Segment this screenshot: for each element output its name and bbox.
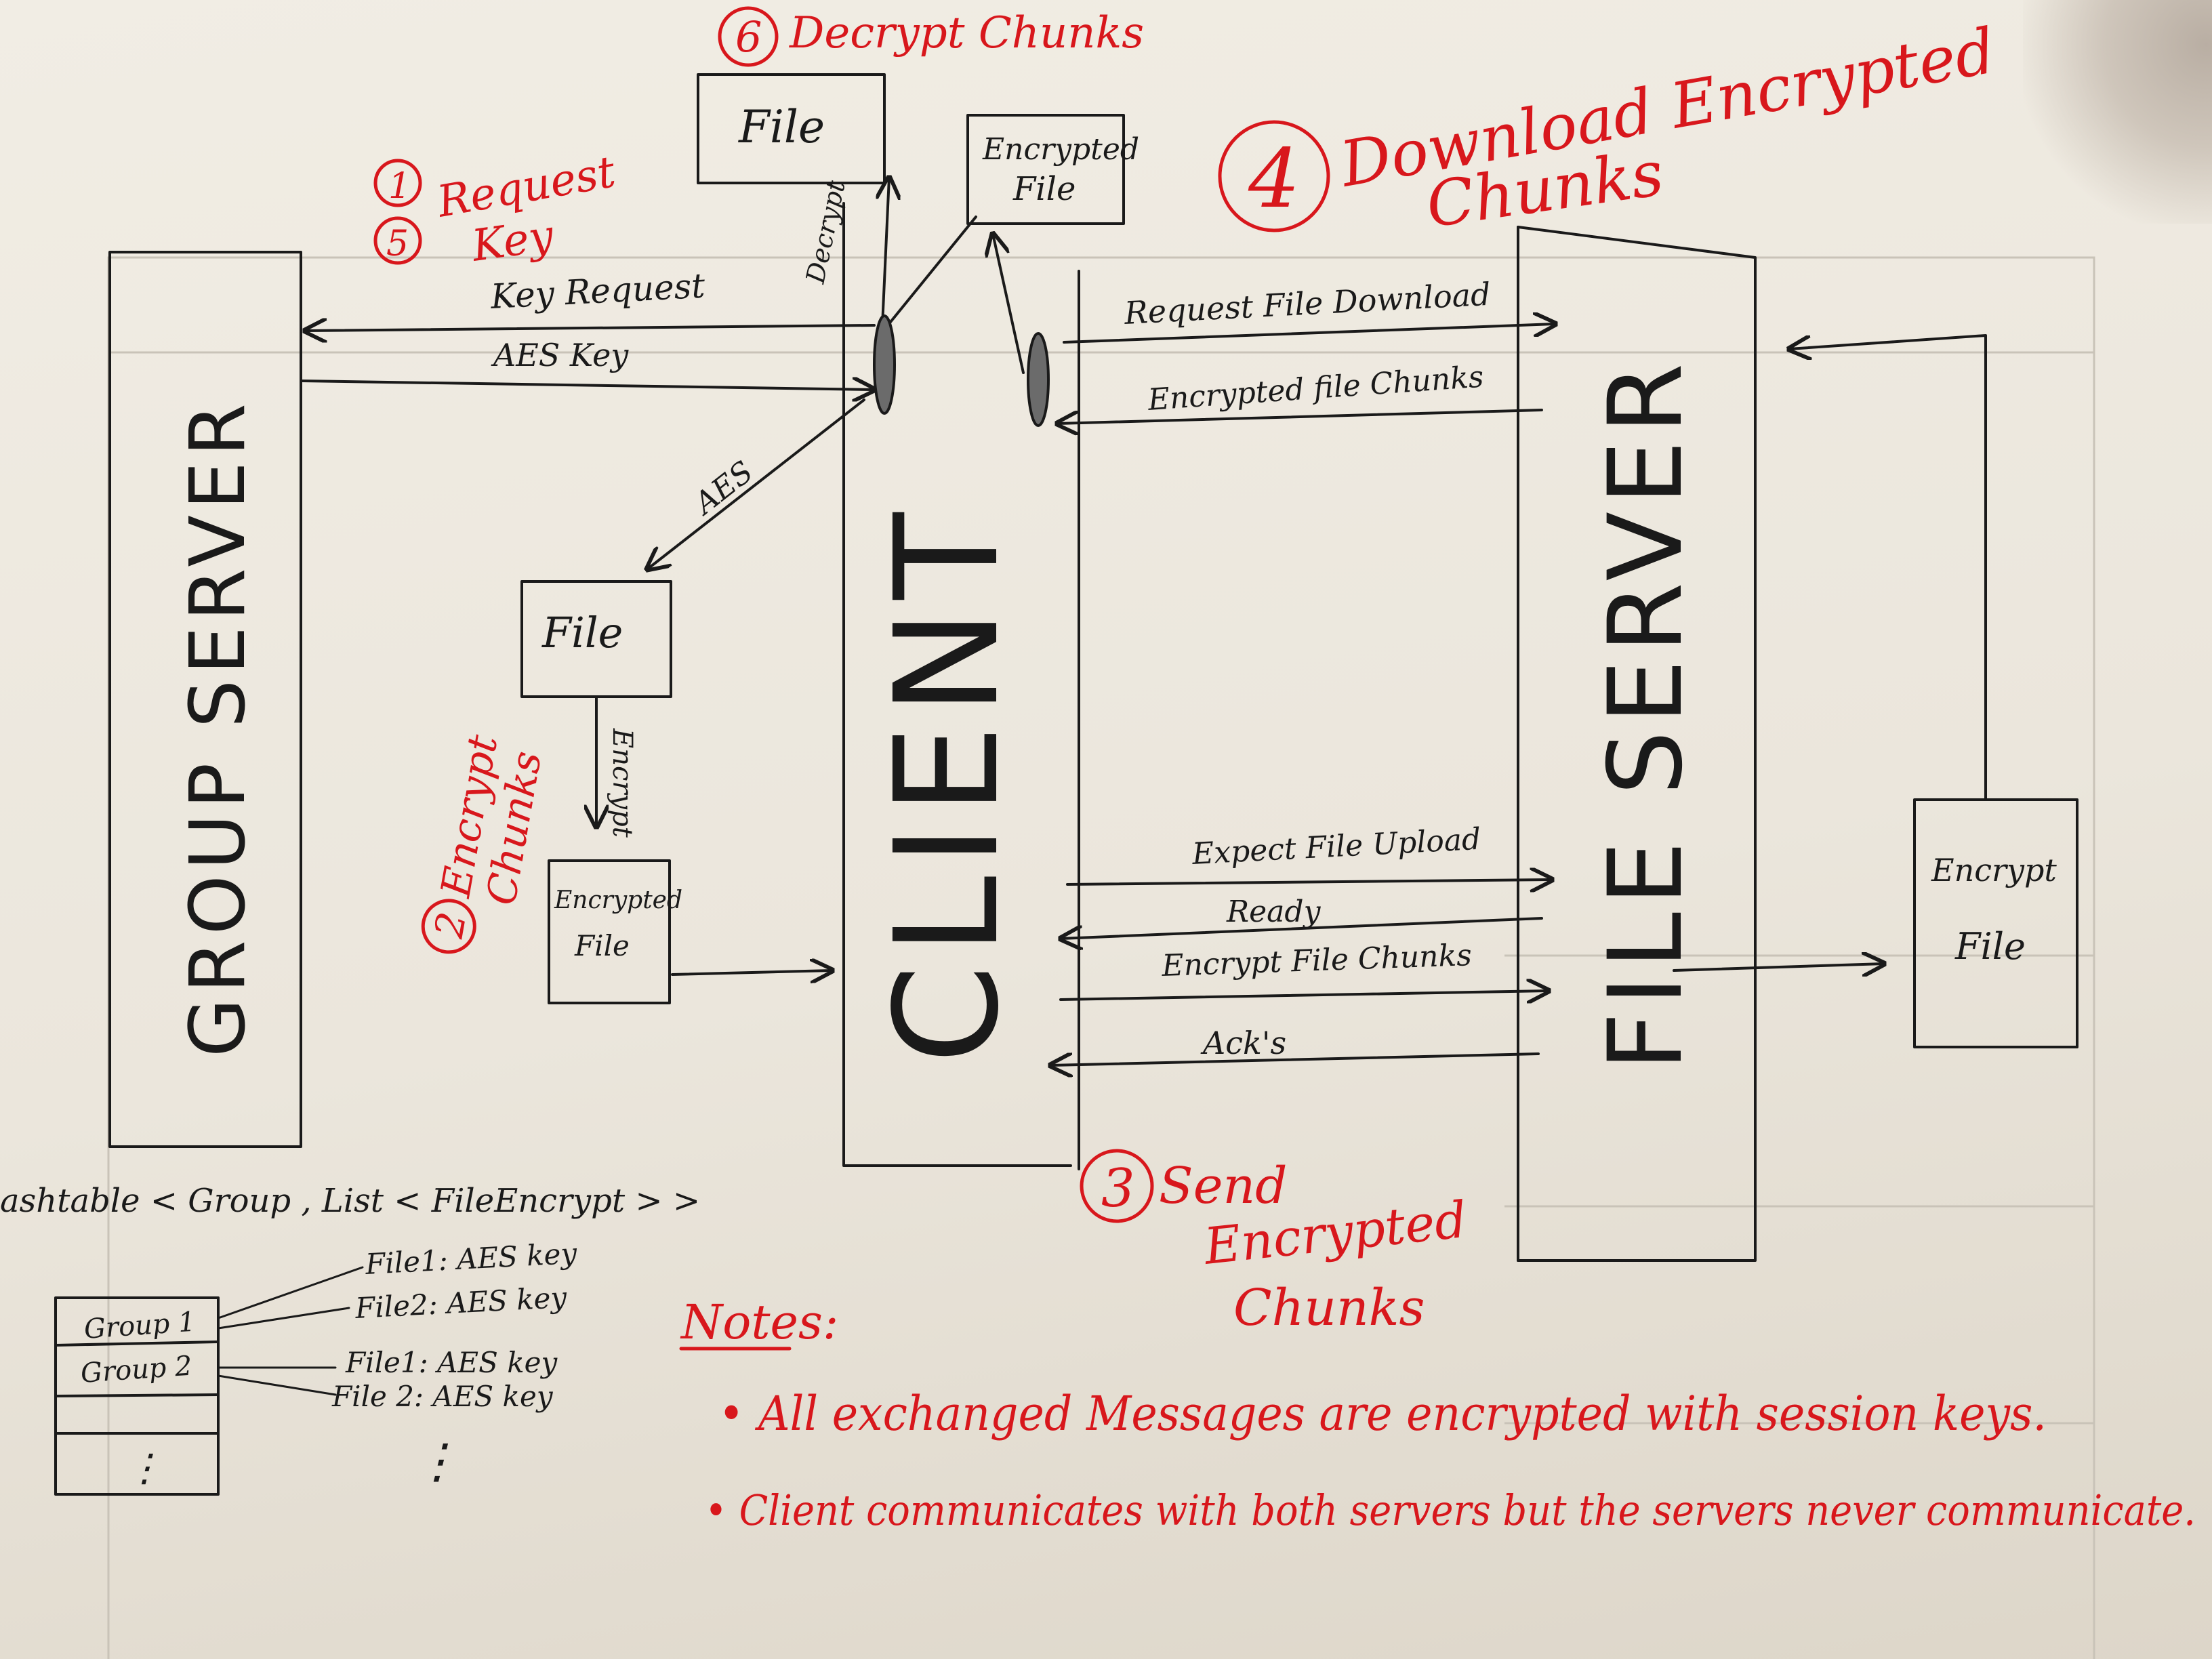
hashtable-divider-2	[54, 1393, 220, 1397]
hashtable-entry-4: File 2: AES key	[331, 1380, 554, 1413]
request-key-line2: Key	[468, 211, 557, 272]
hashtable-row-3: ⋮	[125, 1446, 163, 1490]
encrypted-file-mid-line2: File	[574, 929, 630, 962]
hashtable-row-1: Group 1	[83, 1307, 196, 1345]
step5-number: 5	[386, 224, 409, 264]
encrypt-file-right-line2: File	[1954, 925, 2026, 968]
hashtable-entries-continuation: ⋮	[413, 1433, 461, 1489]
group-server-label: GROUP SERVER	[174, 398, 262, 1057]
note-item-2: • Client communicates with both servers …	[705, 1486, 2196, 1535]
encrypted-file-to-client-mid-arrow	[671, 970, 832, 975]
encrypted-file-box-mid	[548, 859, 671, 1004]
request-file-download-label: Request File Download	[1123, 276, 1492, 331]
acks-label: Ack's	[1200, 1025, 1286, 1061]
hashtable-link-1	[217, 1266, 364, 1319]
key-request-arrow	[305, 325, 876, 331]
step4-number: 4	[1248, 132, 1300, 226]
decrypt-chunks-label: Decrypt Chunks	[789, 8, 1144, 58]
encrypt-file-chunks-label: Encrypt File Chunks	[1161, 938, 1473, 983]
expect-file-upload-arrow	[1066, 880, 1552, 884]
encrypted-file-chunks-label: Encrypted file Chunks	[1146, 359, 1485, 417]
hashtable-entry-2: File2: AES key	[354, 1281, 569, 1325]
hashtable-entry-1: File1: AES key	[364, 1237, 579, 1281]
step1-number: 1	[388, 166, 411, 207]
hashtable-link-2	[217, 1307, 350, 1330]
step2-group: 2 Encrypt Chunks	[421, 731, 551, 954]
encrypted-file-chunks-arrow	[1057, 409, 1543, 424]
expect-file-upload-label: Expect File Upload	[1191, 822, 1481, 872]
encrypted-file-top-line2: File	[1012, 170, 1076, 208]
background-worksheet	[107, 256, 2095, 1659]
step2-circle	[421, 899, 476, 954]
key-request-label: Key Request	[489, 266, 707, 316]
encrypted-file-top-line1: Encrypted	[982, 132, 1139, 167]
session-ellipse-left	[873, 314, 896, 415]
step4-circle	[1218, 120, 1330, 232]
encrypted-file-box-top	[966, 114, 1125, 225]
aes-label: AES	[686, 455, 760, 523]
aes-key-label: AES Key	[491, 337, 629, 373]
file-server-label: FILE SERVER	[1587, 356, 1705, 1071]
file-box-mid-label: File	[541, 608, 623, 657]
send-line1: Send	[1159, 1157, 1288, 1215]
hashtable-signature: ashtable < Group , List < FileEncrypt > …	[0, 1182, 700, 1220]
note-item-1: • All exchanged Messages are encrypted w…	[718, 1386, 2047, 1441]
step2-number: 2	[426, 909, 476, 942]
encrypt-file-box-right	[1913, 798, 2078, 1048]
fileserver-to-encrypt-file-arrow	[1673, 964, 1884, 970]
decrypt-arrow	[882, 178, 889, 327]
ready-arrow	[1061, 917, 1543, 939]
notes-title: Notes:	[680, 1294, 838, 1350]
step3-circle	[1080, 1149, 1154, 1223]
step6-number: 6	[735, 12, 762, 62]
client-box-left	[842, 202, 1072, 1167]
client-label: CLIENT	[864, 503, 1030, 1064]
file-box-top	[697, 73, 886, 184]
group-server-box	[108, 251, 302, 1148]
aes-key-arrow	[300, 381, 874, 390]
hashtable-row-2: Group 2	[79, 1351, 192, 1389]
session-ellipse-right	[1027, 332, 1050, 427]
client-to-encrypted-link	[886, 216, 977, 327]
hashtable-divider-1	[54, 1340, 220, 1347]
step3-number: 3	[1101, 1158, 1135, 1219]
step1-circle	[373, 159, 422, 207]
hashtable-link-4	[217, 1374, 337, 1396]
send-line3: Chunks	[1233, 1279, 1425, 1337]
hashtable-entry-3: File1: AES key	[345, 1346, 558, 1379]
ready-label: Ready	[1226, 895, 1322, 929]
encrypted-file-to-client-arrow	[993, 234, 1025, 374]
file-server-box-outline	[1517, 226, 1757, 1262]
encrypted-file-mid-line1: Encrypted	[554, 886, 682, 914]
paper-corner-shadow	[2023, 0, 2212, 224]
acks-arrow	[1050, 1052, 1540, 1065]
step5-circle	[373, 216, 422, 265]
encrypt-file-chunks-arrow	[1059, 991, 1549, 1000]
aes-arrow	[647, 398, 865, 569]
encrypt-file-right-line1: Encrypt	[1931, 852, 2057, 888]
encrypt-label: Encrypt	[607, 728, 638, 838]
step6-circle	[718, 6, 779, 67]
file-box-top-label: File	[738, 101, 825, 153]
encrypt-file-back-to-fileserver-arrow	[1789, 334, 1987, 801]
request-file-download-arrow	[1063, 324, 1555, 344]
